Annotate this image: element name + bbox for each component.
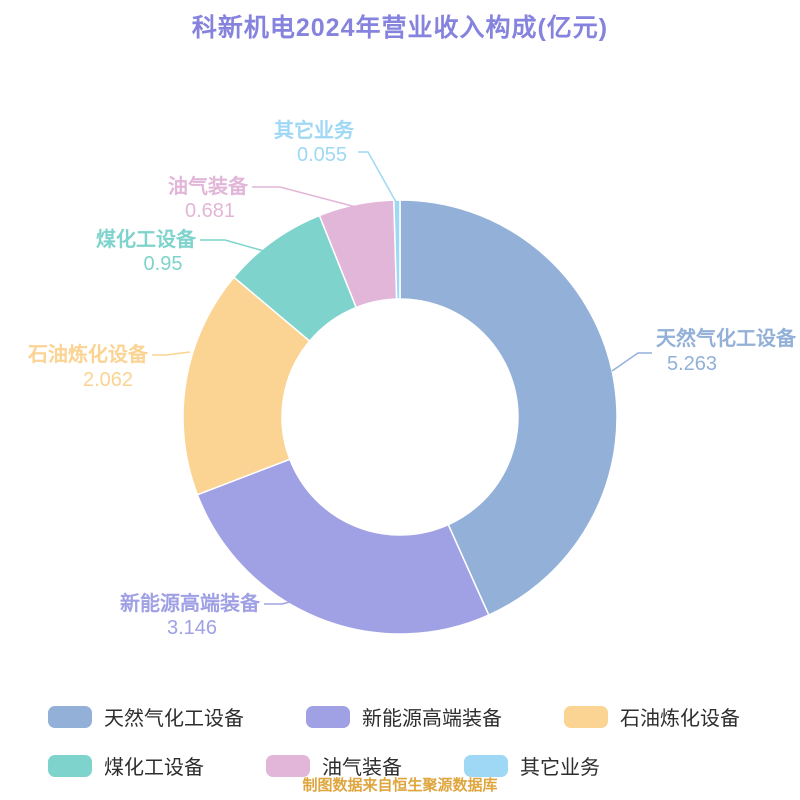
legend-item-2[interactable]: 新能源高端装备 — [306, 702, 502, 731]
legend-swatch-icon — [266, 754, 310, 777]
slice-value-3: 2.062 — [83, 369, 133, 391]
slice-label-3: 石油炼化设备 — [27, 342, 149, 366]
slice-value-2: 3.146 — [167, 617, 217, 639]
slice-label-2: 新能源高端装备 — [120, 591, 261, 615]
slice-value-6: 0.055 — [297, 144, 347, 166]
slice-label-4: 煤化工设备 — [96, 227, 197, 251]
legend-label: 其它业务 — [520, 757, 600, 779]
data-source-note: 制图数据来自恒生聚源数据库 — [302, 777, 498, 794]
legend-label: 石油炼化设备 — [620, 708, 740, 730]
leader-line-3 — [152, 351, 191, 356]
legend-swatch-icon — [48, 705, 92, 728]
legend-label: 煤化工设备 — [104, 757, 204, 779]
legend-item-6[interactable]: 其它业务 — [464, 751, 600, 780]
slice-label-1: 天然气化工设备 — [656, 326, 797, 350]
slice-value-1: 5.263 — [667, 353, 717, 375]
pie-slice-3[interactable] — [182, 276, 311, 496]
legend-item-1[interactable]: 天然气化工设备 — [48, 702, 244, 731]
legend-swatch-icon — [306, 705, 350, 728]
chart-title: 科新机电2024年营业收入构成(亿元) — [191, 14, 609, 42]
legend-row: 煤化工设备 油气装备 其它业务 — [0, 741, 800, 790]
slice-value-5: 0.681 — [185, 200, 235, 222]
legend-item-5[interactable]: 油气装备 — [266, 751, 402, 780]
legend-label: 天然气化工设备 — [104, 708, 244, 730]
pie-slice-2[interactable] — [196, 458, 490, 635]
legend-swatch-icon — [564, 705, 608, 728]
slice-label-6: 其它业务 — [274, 118, 355, 142]
legend-item-4[interactable]: 煤化工设备 — [48, 751, 204, 780]
pie-slice-1[interactable] — [399, 199, 618, 617]
slice-label-5: 油气装备 — [168, 174, 249, 198]
chart-legend: 天然气化工设备 新能源高端装备 石油炼化设备煤化工设备 油气装备 其它业务 — [0, 692, 800, 790]
legend-label: 油气装备 — [322, 757, 402, 779]
pie-slice-6[interactable] — [393, 199, 401, 300]
legend-swatch-icon — [48, 754, 92, 777]
legend-item-3[interactable]: 石油炼化设备 — [564, 702, 740, 731]
leader-line-4 — [200, 239, 279, 256]
leader-line-1 — [611, 352, 652, 372]
legend-swatch-icon — [464, 754, 508, 777]
leader-line-5 — [252, 186, 357, 208]
leader-line-6 — [358, 151, 397, 203]
legend-row: 天然气化工设备 新能源高端装备 石油炼化设备 — [0, 692, 800, 741]
leader-line-2 — [264, 591, 329, 605]
slice-value-4: 0.95 — [144, 253, 183, 275]
legend-label: 新能源高端装备 — [362, 708, 502, 730]
